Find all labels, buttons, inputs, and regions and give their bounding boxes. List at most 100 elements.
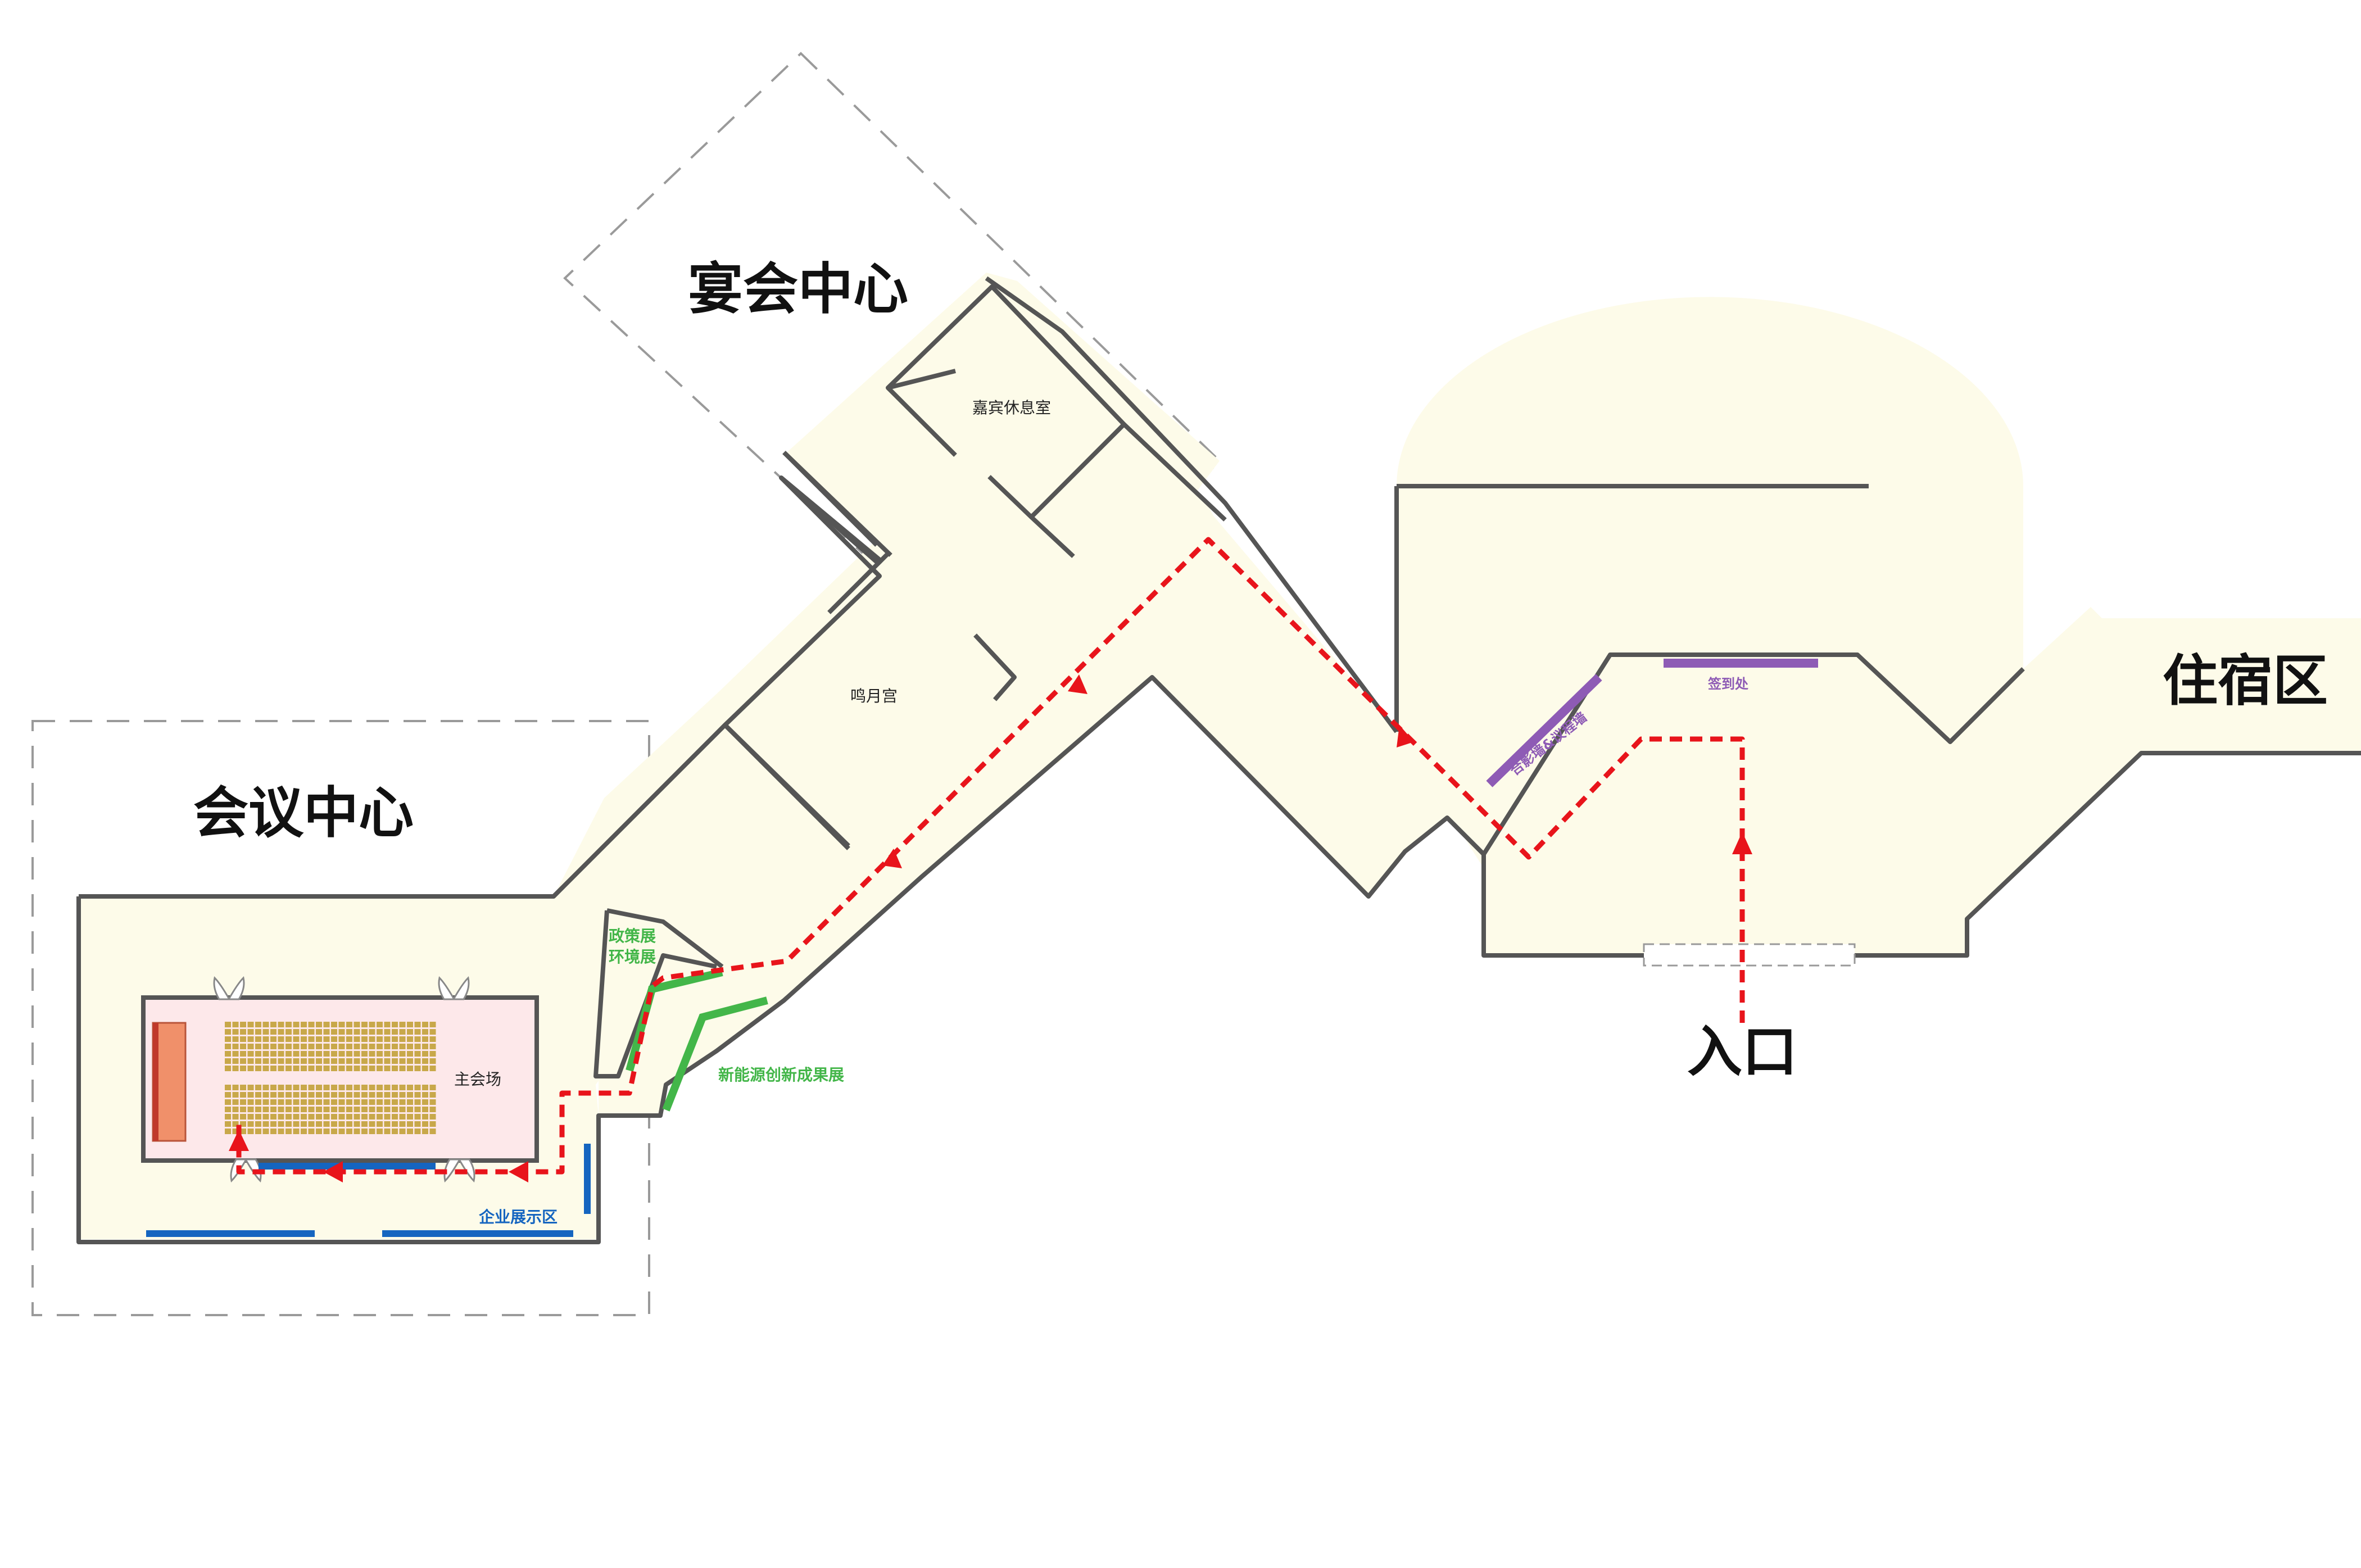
seat bbox=[377, 1099, 383, 1105]
seat bbox=[392, 1066, 398, 1071]
seat bbox=[338, 1107, 345, 1112]
seat bbox=[301, 1107, 307, 1112]
stage-edge bbox=[153, 1023, 158, 1141]
zone-label-lodging: 住宿区 bbox=[2163, 649, 2328, 713]
seat bbox=[338, 1092, 345, 1098]
seat bbox=[346, 1129, 352, 1134]
seat bbox=[384, 1085, 391, 1090]
seat bbox=[316, 1085, 322, 1090]
exhibit-label-new-energy: 新能源创新成果展 bbox=[718, 1066, 844, 1084]
seat bbox=[278, 1029, 284, 1035]
seat bbox=[384, 1121, 391, 1127]
seat bbox=[225, 1085, 231, 1090]
seat bbox=[399, 1121, 406, 1127]
seat bbox=[316, 1022, 322, 1027]
seat bbox=[331, 1066, 337, 1071]
seat bbox=[399, 1092, 406, 1098]
seat bbox=[399, 1058, 406, 1064]
seat bbox=[384, 1058, 391, 1064]
seat bbox=[323, 1107, 330, 1112]
seat bbox=[262, 1022, 269, 1027]
seat bbox=[429, 1051, 436, 1057]
seat bbox=[270, 1051, 277, 1057]
seat bbox=[338, 1029, 345, 1035]
seat bbox=[361, 1036, 368, 1042]
seat bbox=[414, 1058, 421, 1064]
seat bbox=[262, 1121, 269, 1127]
seat bbox=[232, 1107, 239, 1112]
seat bbox=[286, 1129, 292, 1134]
seat bbox=[240, 1066, 246, 1071]
seat bbox=[247, 1044, 254, 1049]
seat bbox=[369, 1036, 375, 1042]
seat bbox=[240, 1099, 246, 1105]
seat bbox=[384, 1029, 391, 1035]
seat bbox=[414, 1099, 421, 1105]
seat bbox=[422, 1099, 428, 1105]
seat bbox=[232, 1044, 239, 1049]
seat bbox=[377, 1058, 383, 1064]
seat bbox=[338, 1044, 345, 1049]
seat bbox=[407, 1029, 413, 1035]
seat bbox=[354, 1092, 360, 1098]
seat bbox=[422, 1107, 428, 1112]
seat bbox=[429, 1121, 436, 1127]
seat bbox=[278, 1036, 284, 1042]
seat bbox=[331, 1107, 337, 1112]
seat bbox=[369, 1085, 375, 1090]
seat bbox=[399, 1022, 406, 1027]
seat bbox=[331, 1092, 337, 1098]
seat bbox=[323, 1121, 330, 1127]
seat bbox=[354, 1121, 360, 1127]
seat bbox=[270, 1058, 277, 1064]
seat bbox=[338, 1036, 345, 1042]
seat bbox=[414, 1066, 421, 1071]
seat bbox=[338, 1051, 345, 1057]
seat bbox=[429, 1066, 436, 1071]
seat bbox=[255, 1029, 261, 1035]
seat bbox=[323, 1092, 330, 1098]
seat bbox=[354, 1051, 360, 1057]
seat bbox=[255, 1092, 261, 1098]
seat bbox=[278, 1044, 284, 1049]
seat bbox=[354, 1114, 360, 1120]
seat bbox=[262, 1085, 269, 1090]
seat bbox=[384, 1099, 391, 1105]
seat bbox=[422, 1129, 428, 1134]
zone-label-banquet: 宴会中心 bbox=[688, 257, 908, 321]
seat bbox=[293, 1129, 300, 1134]
seat bbox=[407, 1044, 413, 1049]
seat bbox=[392, 1044, 398, 1049]
seat bbox=[346, 1044, 352, 1049]
zone-label-conference: 会议中心 bbox=[193, 781, 414, 845]
seat bbox=[247, 1022, 254, 1027]
seat bbox=[255, 1099, 261, 1105]
seat bbox=[270, 1036, 277, 1042]
seat bbox=[278, 1085, 284, 1090]
seat bbox=[422, 1022, 428, 1027]
seat bbox=[247, 1029, 254, 1035]
seat bbox=[407, 1129, 413, 1134]
seat bbox=[369, 1107, 375, 1112]
seat bbox=[384, 1107, 391, 1112]
seat bbox=[278, 1066, 284, 1071]
seat bbox=[392, 1121, 398, 1127]
seat bbox=[323, 1058, 330, 1064]
seat bbox=[316, 1129, 322, 1134]
seat bbox=[286, 1066, 292, 1071]
seat bbox=[293, 1092, 300, 1098]
seat bbox=[293, 1114, 300, 1120]
seat bbox=[262, 1092, 269, 1098]
seat bbox=[232, 1051, 239, 1057]
seat bbox=[278, 1121, 284, 1127]
exhibit-label-enterprise: 企业展示区 bbox=[479, 1208, 558, 1226]
seat bbox=[240, 1129, 246, 1134]
seat bbox=[377, 1066, 383, 1071]
seat bbox=[338, 1066, 345, 1071]
seat bbox=[225, 1066, 231, 1071]
route-arrow-icon bbox=[1732, 832, 1752, 854]
seat bbox=[346, 1058, 352, 1064]
seat bbox=[331, 1036, 337, 1042]
seat bbox=[286, 1051, 292, 1057]
seat bbox=[407, 1107, 413, 1112]
